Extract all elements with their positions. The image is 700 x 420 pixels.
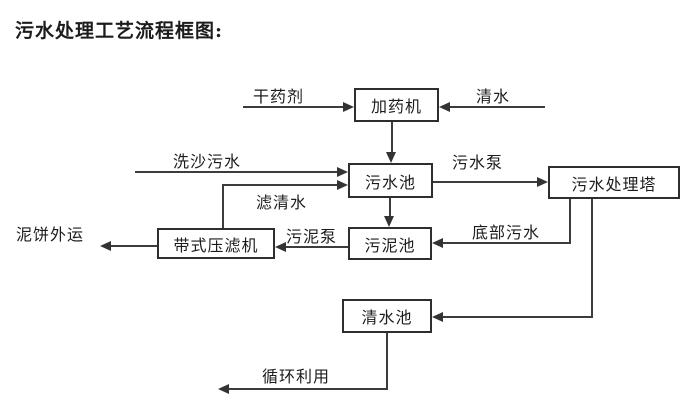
edge-tower-to-clean-arrowhead (432, 312, 443, 322)
edge-label-sewage-pump: 污水泵 (452, 153, 504, 172)
edge-clean-water-arrowhead (439, 102, 450, 112)
node-belt-filter-press: 带式压滤机 (157, 228, 275, 259)
edge-sludge-pump-arrowhead (275, 242, 286, 252)
edge-sand-washing-line (135, 171, 337, 173)
edge-label-clean-water: 清水 (476, 87, 511, 106)
edge-dosing-to-sewage-arrowhead (386, 152, 396, 163)
edge-sewage-pump-arrowhead (537, 177, 548, 187)
edge-filtered-water-vline (222, 184, 224, 228)
edge-recycle-vline (386, 333, 388, 390)
edge-tower-to-clean-vline (591, 199, 593, 318)
edge-recycle-line (229, 388, 388, 390)
edge-bottom-sewage-vline (569, 199, 571, 244)
edge-sewage-pump-line (433, 181, 537, 183)
edge-dosing-to-sewage-line (391, 122, 393, 152)
edge-filtered-water-arrowhead (337, 180, 348, 190)
edge-clean-water-line (450, 106, 545, 108)
edge-label-dry-chemical: 干药剂 (253, 87, 305, 106)
edge-bottom-sewage-arrowhead (432, 238, 443, 248)
edge-recycle-arrowhead (218, 384, 229, 394)
node-sewage-pool: 污水池 (348, 163, 433, 198)
node-sludge-pool: 污泥池 (348, 227, 432, 260)
edge-mud-cake-arrowhead (100, 241, 111, 251)
node-sewage-treatment-tower: 污水处理塔 (548, 166, 680, 199)
edge-mud-cake-line (111, 245, 157, 247)
edge-label-sand-washing-sewage: 洗沙污水 (173, 152, 242, 171)
edge-label-sludge-pump: 污泥泵 (286, 227, 338, 246)
edge-label-filtered-water: 滤清水 (256, 193, 308, 212)
edge-bottom-sewage-line (443, 242, 571, 244)
node-dosing-machine: 加药机 (354, 88, 439, 122)
edge-sludge-pump-line (286, 246, 348, 248)
edge-label-mud-cake-outbound: 泥饼外运 (16, 225, 85, 244)
edge-sewage-to-sludge-arrowhead (384, 216, 394, 227)
edge-sewage-to-sludge-line (389, 198, 391, 216)
edge-tower-to-clean-line (443, 316, 593, 318)
edge-sand-washing-arrowhead (337, 167, 348, 177)
edge-dry-chemical-arrowhead (343, 102, 354, 112)
node-clean-water-pool: 清水池 (342, 299, 432, 333)
edge-label-recycle-use: 循环利用 (262, 367, 331, 386)
edge-filtered-water-line (222, 184, 337, 186)
edge-dry-chemical-line (243, 106, 344, 108)
edge-label-bottom-sewage: 底部污水 (472, 223, 541, 242)
page-title: 污水处理工艺流程框图: (15, 20, 224, 42)
